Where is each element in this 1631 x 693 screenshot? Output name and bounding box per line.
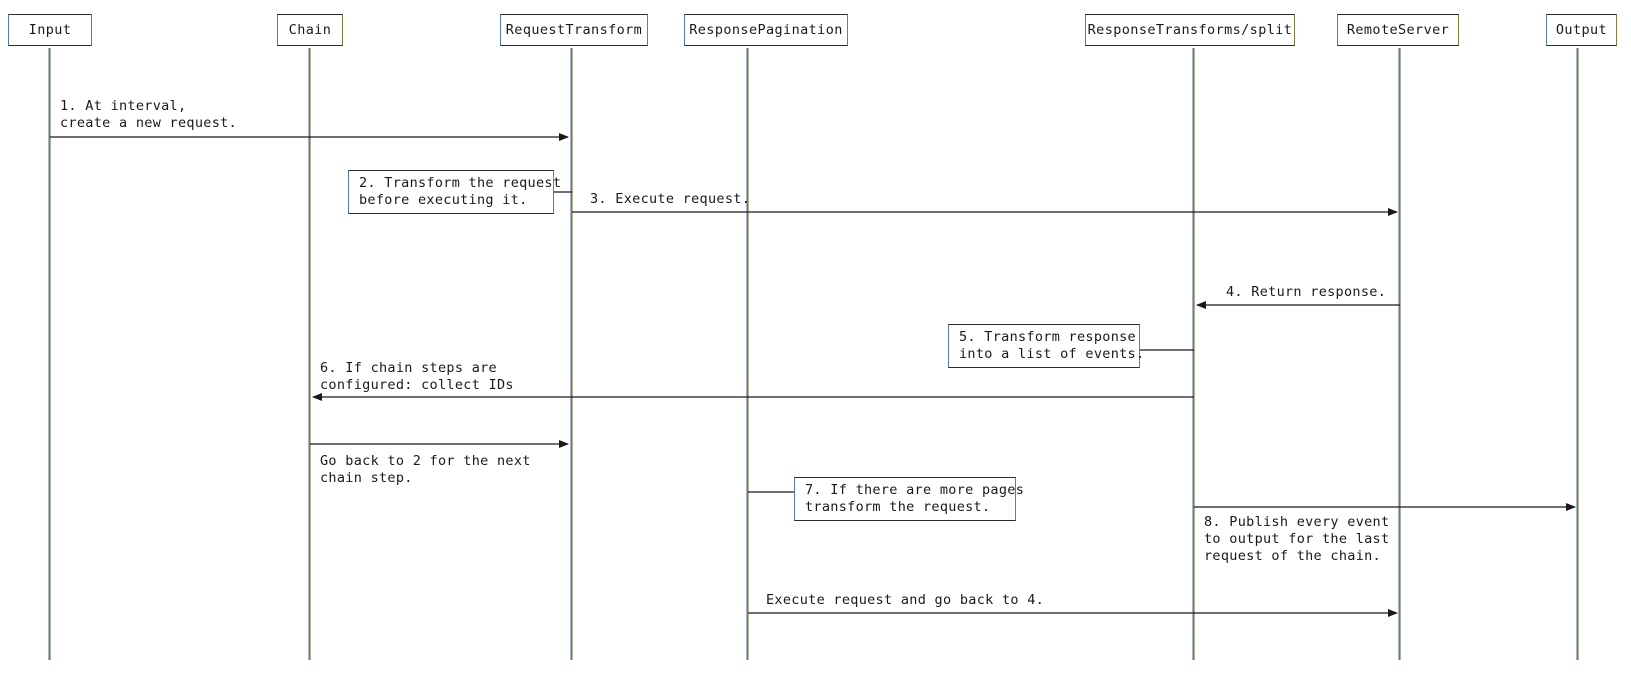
message-label-msg-exec-again: Execute request and go back to 4. (766, 592, 1045, 608)
participant-label: Output (1555, 22, 1608, 38)
participant-resppage[interactable]: ResponsePagination (684, 14, 848, 46)
message-label-msg-3: 3. Execute request. (590, 191, 751, 207)
note-text: 5. Transform response into a list of eve… (959, 328, 1145, 362)
note-note-7[interactable]: 7. If there are more pages transform the… (794, 477, 1025, 521)
message-label-msg-goback: Go back to 2 for the next chain step. (320, 453, 531, 486)
participant-label: RemoteServer (1346, 22, 1450, 38)
note-text: 2. Transform the request before executin… (359, 174, 562, 208)
participant-reqtrans[interactable]: RequestTransform (500, 14, 648, 46)
participant-label: ResponseTransforms/split (1087, 22, 1293, 38)
note-text: 7. If there are more pages transform the… (805, 481, 1025, 515)
participant-output[interactable]: Output (1546, 14, 1617, 46)
message-label-msg-6: 6. If chain steps are configured: collec… (320, 360, 514, 393)
message-arrows-layer (50, 133, 1576, 617)
participant-resptrans[interactable]: ResponseTransforms/split (1085, 14, 1295, 46)
lifelines-layer (48, 48, 1579, 660)
note-note-5[interactable]: 5. Transform response into a list of eve… (948, 324, 1145, 368)
participant-label: Input (28, 22, 72, 38)
participant-chain[interactable]: Chain (277, 14, 343, 46)
participant-label: ResponsePagination (689, 22, 843, 38)
participant-label: RequestTransform (505, 22, 643, 38)
message-label-msg-4: 4. Return response. (1226, 284, 1387, 300)
note-connectors-layer (554, 191, 1194, 493)
participant-label: Chain (288, 22, 332, 38)
note-note-2[interactable]: 2. Transform the request before executin… (348, 170, 562, 214)
participant-remote[interactable]: RemoteServer (1337, 14, 1459, 46)
message-label-msg-1: 1. At interval, create a new request. (60, 98, 237, 131)
participant-input[interactable]: Input (8, 14, 92, 46)
message-label-msg-8: 8. Publish every event to output for the… (1204, 514, 1390, 564)
